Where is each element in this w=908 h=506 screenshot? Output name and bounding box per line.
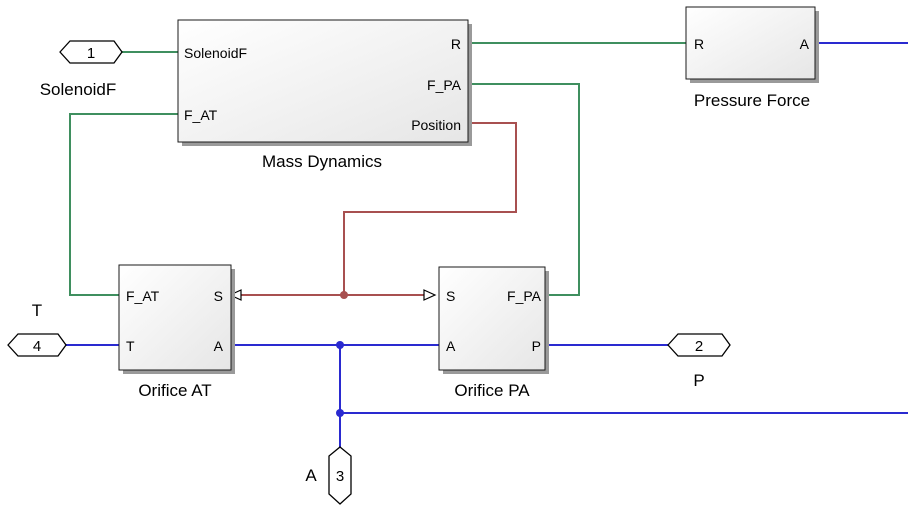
port-label-solenoidf: SolenoidF [184,45,247,61]
junction-dot-a-branch [336,409,344,417]
port-label-a: A [800,36,810,52]
port-number-3: 3 [336,468,344,485]
connection-port-t[interactable]: 4 [7,333,67,357]
port-label-p-name: P [693,371,704,390]
wire-position[interactable] [343,122,517,295]
port-number-1: 1 [87,45,95,62]
port-label-f-at: F_AT [184,107,218,123]
port-label-position: Position [411,117,461,133]
port-label-t: T [126,338,135,354]
junction-dot-a [336,341,344,349]
port-label-f-at: F_AT [126,288,160,304]
port-label-a: A [446,338,456,354]
junction-dot-position [340,291,348,299]
port-label-a: A [214,338,224,354]
wire-f-pa[interactable] [468,83,580,296]
wire-f-at[interactable] [69,113,178,296]
port-label-solenoidf-name: SolenoidF [40,80,117,99]
port-label-r: R [694,36,704,52]
port-label-r: R [451,36,461,52]
s-port-arrow-orifice-at [228,289,242,301]
block-name-orifice-pa[interactable]: Orifice PA [454,381,530,400]
block-mass-dynamics[interactable]: SolenoidF F_AT R F_PA Position [177,19,472,146]
port-label-a-name: A [305,466,317,485]
block-name-orifice-at[interactable]: Orifice AT [138,381,211,400]
block-pressure-force[interactable]: R A [685,6,819,83]
port-label-s: S [446,288,455,304]
s-port-arrow-orifice-pa [423,289,437,301]
connection-port-a[interactable]: 3 [328,446,352,505]
port-number-2: 2 [695,338,703,355]
port-label-f-pa: F_PA [427,77,462,93]
connection-port-solenoidf[interactable]: 1 [59,40,123,64]
port-label-p: P [532,338,541,354]
port-label-t-name: T [32,301,42,320]
block-orifice-at[interactable]: F_AT S T A [118,264,235,374]
block-name-pressure-force[interactable]: Pressure Force [694,91,810,110]
connection-port-p[interactable]: 2 [667,333,731,357]
port-label-f-pa: F_PA [507,288,542,304]
block-orifice-pa[interactable]: S F_PA A P [438,266,549,374]
port-number-4: 4 [33,338,41,355]
port-label-s: S [214,288,223,304]
block-name-mass-dynamics[interactable]: Mass Dynamics [262,152,382,171]
